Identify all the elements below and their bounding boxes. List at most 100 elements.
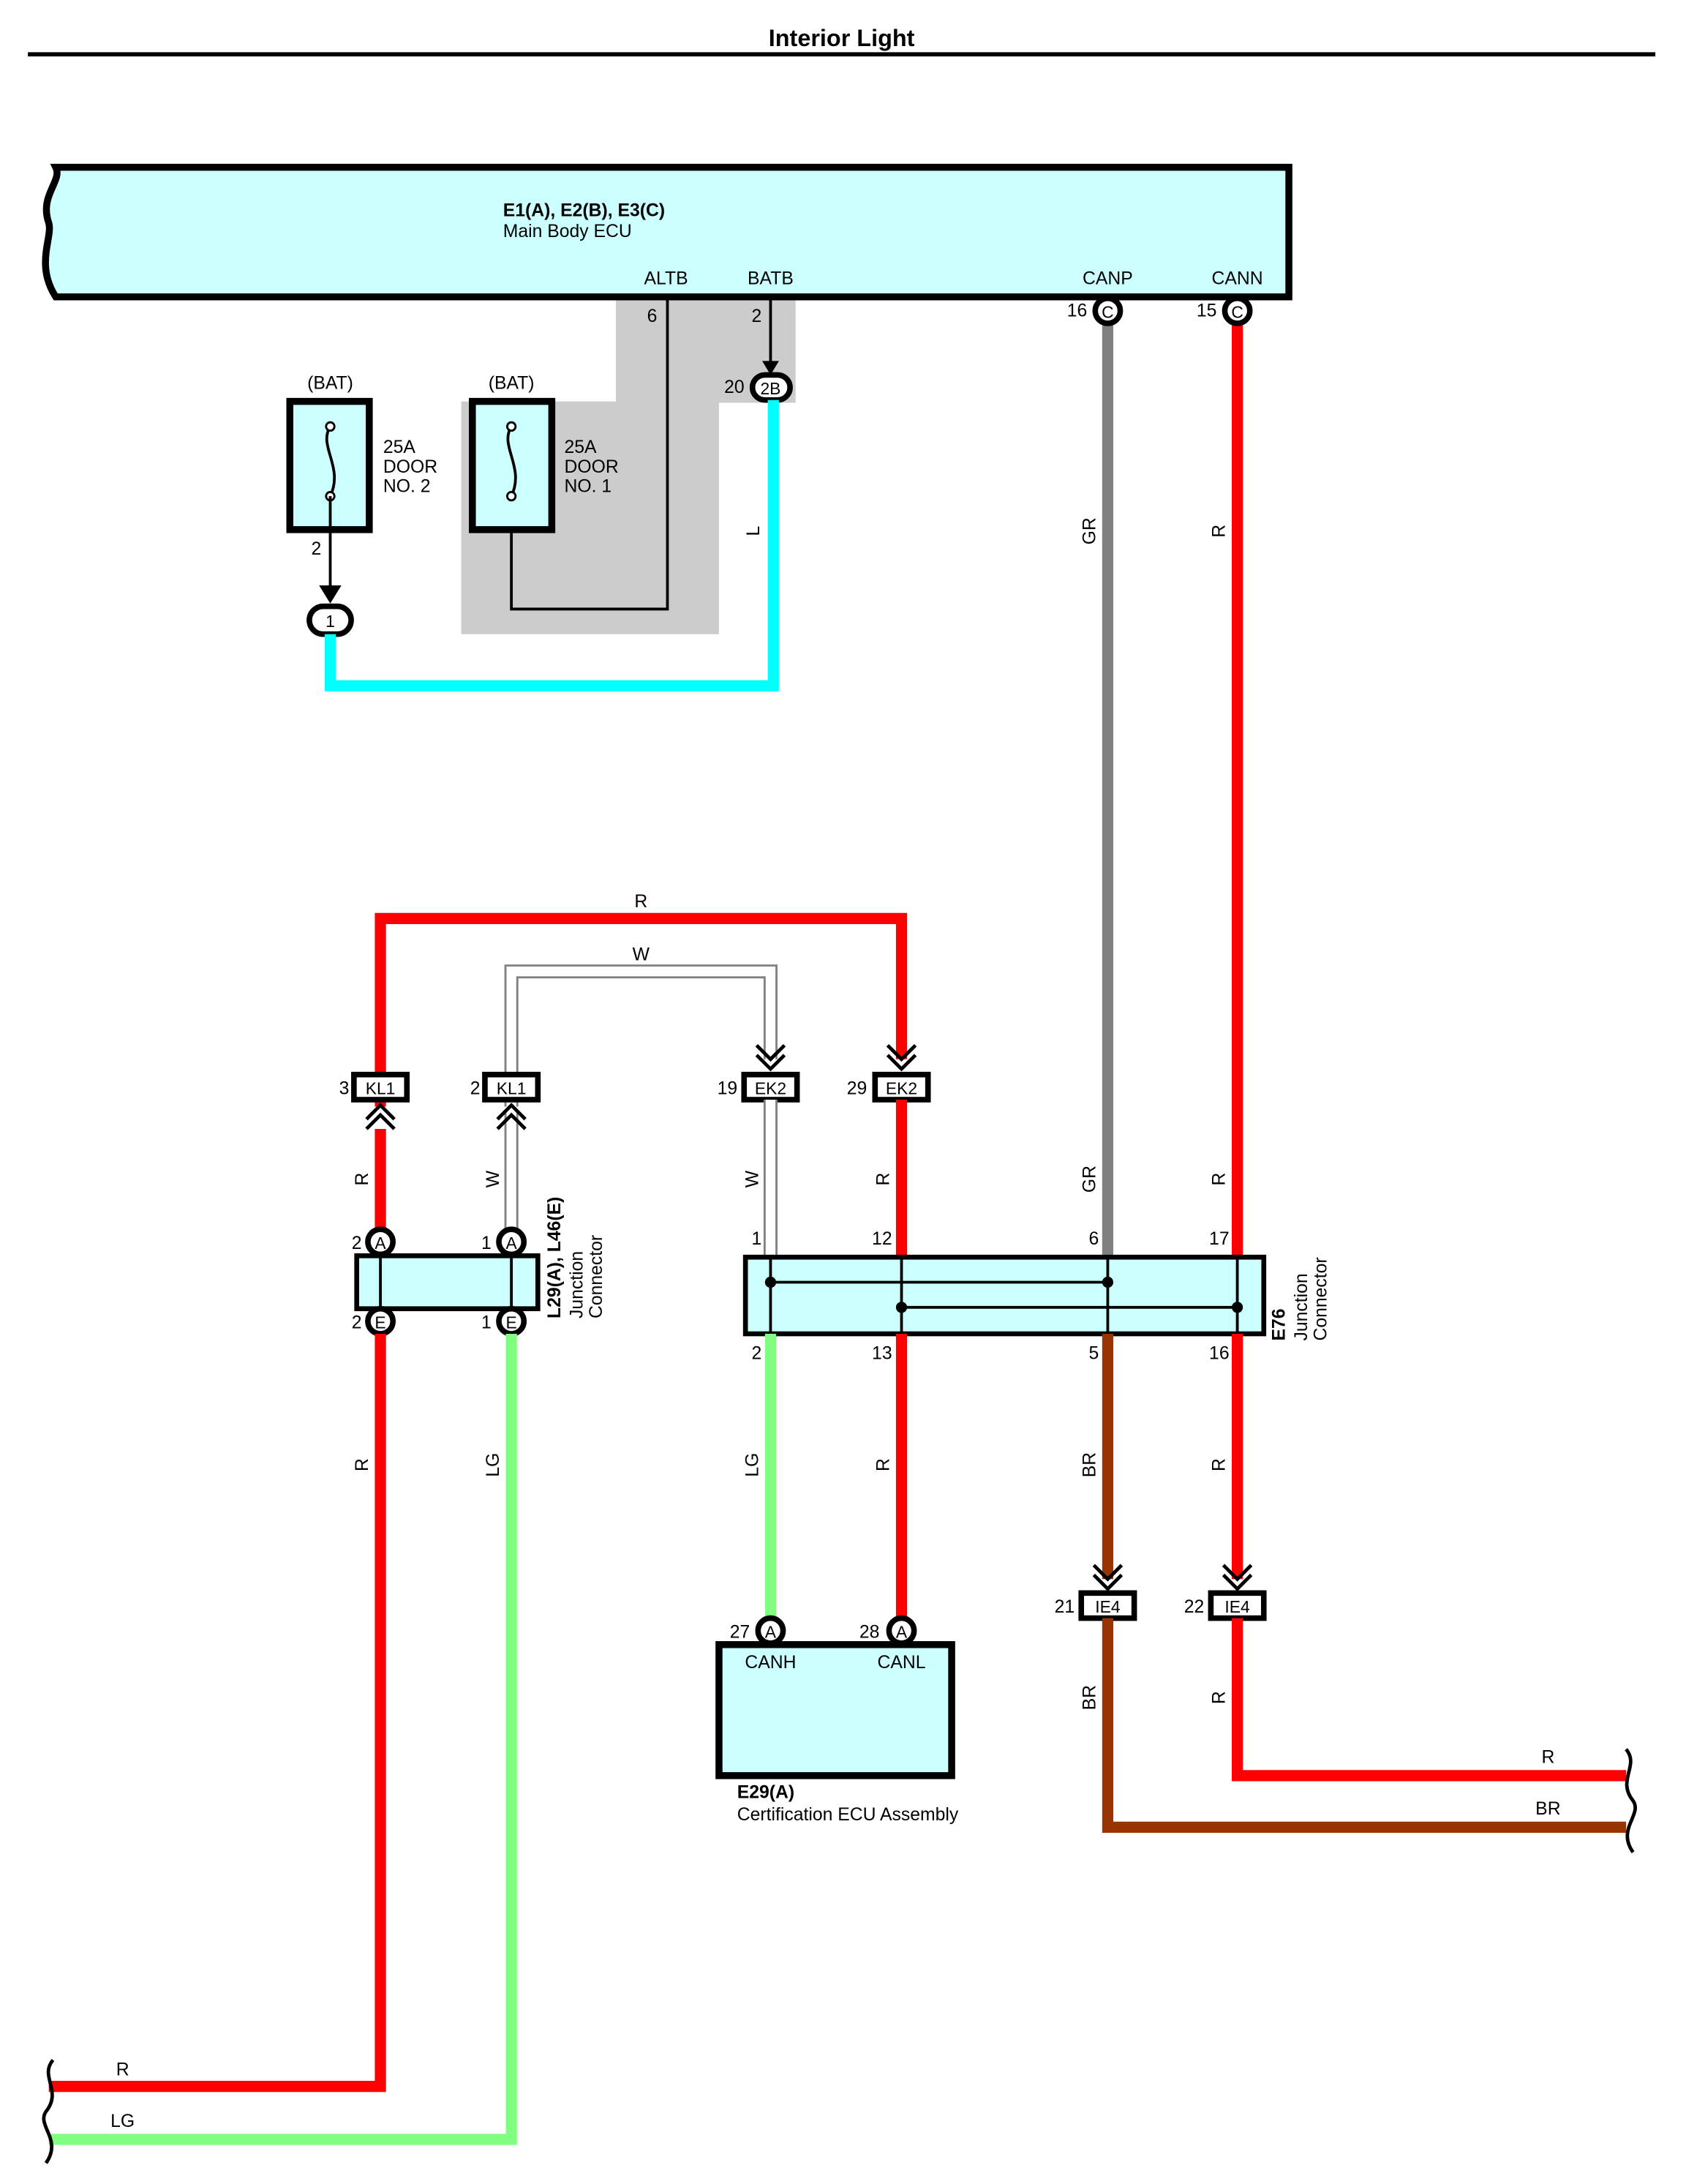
cann-label: CANN <box>1212 269 1263 289</box>
canp-conn: C <box>1102 302 1114 321</box>
altb-label: ALTB <box>644 269 688 289</box>
cont-right-br: BR <box>1535 1799 1560 1819</box>
cert-ecu-box <box>715 1641 955 1779</box>
ek2-29-name: EK2 <box>886 1078 917 1097</box>
main-body-ecu-ids: E1(A), E2(B), E3(C) <box>503 200 665 220</box>
canp-pin: 16 <box>1067 301 1088 320</box>
page-title: Interior Light <box>769 25 915 51</box>
fuse2-pin: 2 <box>312 539 322 559</box>
e76-pin-2: 2 <box>752 1343 762 1363</box>
wire-lg-left-run <box>48 1334 517 2145</box>
kl1-2-name: KL1 <box>497 1078 527 1097</box>
wire-label-r-loop: R <box>634 892 647 912</box>
cert-ecu-name: Certification ECU Assembly <box>737 1805 959 1825</box>
fuse2-source: (BAT) <box>307 373 353 393</box>
canl-label: CANL <box>877 1653 925 1673</box>
e76-pin-13: 13 <box>872 1343 892 1363</box>
cont-left-r: R <box>116 2060 129 2079</box>
batb-arrow <box>762 361 779 375</box>
canh-conn-circle <box>755 1615 786 1646</box>
canh-conn: A <box>765 1622 777 1641</box>
fuse2-element-icon <box>325 425 336 497</box>
fuse1-terminal-top <box>505 421 517 432</box>
ek2-19-pin: 19 <box>718 1078 738 1098</box>
kl1-2-arrow-icon <box>496 1103 527 1130</box>
wire-label-br-upper: BR <box>1080 1452 1099 1477</box>
canl-conn-circle <box>886 1615 917 1646</box>
wire-label-r-left: R <box>353 1458 372 1471</box>
wire-label-br-lower: BR <box>1080 1685 1099 1710</box>
fuse1-terminal-bottom <box>505 491 517 502</box>
wire-br-right-run <box>1102 1618 1627 1833</box>
batb-junction-conn: 2B <box>760 379 780 398</box>
l29-a2-conn: A <box>375 1234 386 1253</box>
l29-name1: Junction <box>567 1251 587 1318</box>
wire-r-loop <box>375 912 908 1107</box>
kl1-2-pin: 2 <box>470 1078 481 1098</box>
ie4-21-name: IE4 <box>1095 1597 1121 1616</box>
ie4-22-pin: 22 <box>1184 1597 1205 1617</box>
e76-node-2 <box>1102 1276 1114 1288</box>
fuse1-amp: 25A <box>565 438 598 457</box>
altb-pin: 6 <box>647 307 658 326</box>
fuse1-source: (BAT) <box>489 373 535 393</box>
l29-a1-circle <box>496 1226 527 1258</box>
e76-connector-box <box>742 1254 1267 1337</box>
e76-pin-1: 1 <box>752 1229 762 1249</box>
wire-label-r-ie4-lower: R <box>1209 1691 1229 1704</box>
l29-a2-pin: 2 <box>352 1234 362 1253</box>
e76-pin-17: 17 <box>1209 1229 1230 1249</box>
ie4-22-name: IE4 <box>1224 1597 1250 1616</box>
l29-connector-box <box>354 1253 541 1312</box>
l29-a1-pin: 1 <box>481 1234 492 1253</box>
ek2-29-pin: 29 <box>847 1078 868 1098</box>
wire-label-gr-upper: GR <box>1080 517 1099 544</box>
wire-label-r-ek2: R <box>873 1173 893 1186</box>
wire-label-lg-left: LG <box>483 1453 503 1477</box>
fuse2-name2: NO. 2 <box>383 476 431 496</box>
e76-pin-16: 16 <box>1209 1343 1230 1363</box>
batb-pin: 2 <box>752 307 762 326</box>
l29-name2: Connector <box>587 1235 606 1318</box>
ek2-19-arrow-icon <box>755 1044 786 1072</box>
right-break-icon <box>1625 1748 1637 1854</box>
wire-label-lg-cert: LG <box>742 1453 762 1477</box>
canh-pin: 27 <box>730 1622 750 1642</box>
canl-pin: 28 <box>859 1622 880 1642</box>
fuse2-terminal-top <box>325 421 336 432</box>
cann-conn-circle <box>1222 295 1253 326</box>
canh-label: CANH <box>745 1653 796 1673</box>
wire-r-left-run <box>48 1334 386 2093</box>
cert-ecu-id: E29(A) <box>737 1782 794 1802</box>
kl1-2-tag <box>482 1071 541 1103</box>
kl1-3-tag <box>351 1071 410 1103</box>
wire-label-w-kl1: W <box>483 1170 503 1187</box>
e76-pin-5: 5 <box>1089 1343 1099 1363</box>
e76-node-1 <box>764 1276 777 1288</box>
e76-node-4 <box>1231 1302 1243 1313</box>
wire-r-right-run <box>1231 1618 1627 1782</box>
fuse1-name1: DOOR <box>565 457 619 477</box>
e76-node-3 <box>895 1302 908 1313</box>
kl1-3-name: KL1 <box>366 1078 396 1097</box>
fuse1-box <box>469 397 556 533</box>
fuse2-conn: 1 <box>325 612 335 631</box>
left-break-icon <box>42 2058 55 2164</box>
l29-e2-pin: 2 <box>352 1313 362 1332</box>
wire-label-l: L <box>744 526 764 536</box>
wire-label-r-cert: R <box>873 1458 893 1471</box>
e76-name1: Junction <box>1292 1273 1311 1340</box>
cont-left-lg: LG <box>110 2112 135 2131</box>
e76-pin-6: 6 <box>1089 1229 1099 1249</box>
l29-a1-conn: A <box>506 1234 518 1253</box>
cann-pin: 15 <box>1197 301 1217 320</box>
canl-conn: A <box>896 1622 908 1641</box>
fuse1-name2: NO. 1 <box>565 476 612 496</box>
ek2-29-arrow-icon <box>886 1044 917 1072</box>
wire-label-w-ek2: W <box>742 1170 762 1187</box>
e76-id: E76 <box>1269 1308 1289 1340</box>
cann-conn: C <box>1231 302 1243 321</box>
wire-label-r-cann-lower: R <box>1209 1173 1229 1186</box>
canp-conn-circle <box>1092 295 1124 326</box>
wire-label-gr-lower: GR <box>1080 1166 1099 1193</box>
